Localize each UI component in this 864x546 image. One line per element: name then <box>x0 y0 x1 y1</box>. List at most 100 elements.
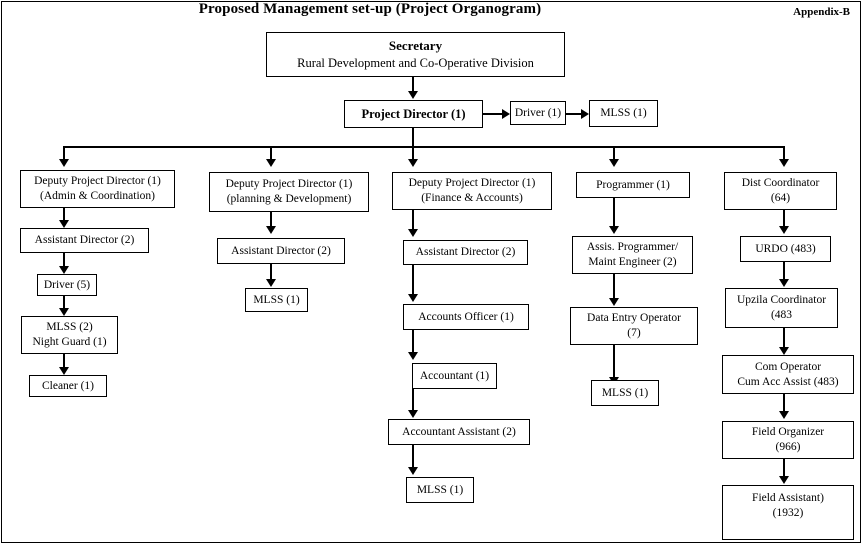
node-c4-head[interactable]: Programmer (1) <box>576 172 690 198</box>
node-c3-mlss-line1: MLSS (1) <box>416 483 464 496</box>
arrowhead-c3-ao-to-accountant <box>408 352 418 360</box>
node-c3-accountant-line1: Accountant (1) <box>419 369 490 382</box>
node-c3-head[interactable]: Deputy Project Director (1) (Finance & A… <box>392 172 552 210</box>
connector-bus-to-c2 <box>270 146 272 160</box>
arrowhead-bus-to-c2 <box>266 159 276 167</box>
node-c1-head-line1: Deputy Project Director (1) <box>34 175 161 188</box>
connector-c3-asst-to-ao <box>412 265 414 295</box>
arrowhead-secretary-to-pd <box>408 91 418 99</box>
node-c2-mlss[interactable]: MLSS (1) <box>245 288 308 312</box>
connector-c4-assis-to-deo <box>613 274 615 299</box>
node-c5-com-operator-line1: Com Operator <box>754 360 822 373</box>
arrowhead-c1-driver-to-mlss <box>59 308 69 316</box>
node-secretary-line1: Secretary <box>388 38 443 54</box>
node-c2-asst-director[interactable]: Assistant Director (2) <box>217 238 345 264</box>
node-c5-head[interactable]: Dist Coordinator (64) <box>724 172 837 210</box>
connector-c5-upzila-to-com <box>783 328 785 348</box>
page-title: Proposed Management set-up (Project Orga… <box>198 1 542 17</box>
node-c2-head[interactable]: Deputy Project Director (1) (planning & … <box>209 172 369 212</box>
connector-bus-to-c5 <box>783 146 785 160</box>
arrowhead-c2-asst-to-mlss <box>266 279 276 287</box>
connector-secretary-to-pd <box>412 77 414 92</box>
node-c3-accountant-assistant-line1: Accountant Assistant (2) <box>402 425 516 438</box>
arrowhead-c1-head-to-asst <box>59 220 69 228</box>
node-c1-asst-director-line1: Assistant Director (2) <box>34 234 135 247</box>
arrowhead-c5-field-org-to-field-asst <box>779 476 789 484</box>
arrowhead-bus-to-c1 <box>59 159 69 167</box>
node-c1-asst-director[interactable]: Assistant Director (2) <box>20 228 149 253</box>
node-c3-asst-director-line1: Assistant Director (2) <box>415 246 516 259</box>
connector-c3-aa-to-mlss <box>412 445 414 468</box>
node-c4-assis-programmer[interactable]: Assis. Programmer/ Maint Engineer (2) <box>572 236 693 274</box>
node-c4-assis-programmer-line2: Maint Engineer (2) <box>588 256 677 268</box>
node-c5-field-organizer[interactable]: Field Organizer (966) <box>722 421 854 459</box>
node-pd-mlss-line1: MLSS (1) <box>600 107 647 120</box>
node-c3-accountant[interactable]: Accountant (1) <box>412 363 497 389</box>
arrowhead-c1-asst-to-driver <box>59 266 69 274</box>
node-c4-head-line1: Programmer (1) <box>596 178 670 191</box>
node-pd-mlss[interactable]: MLSS (1) <box>589 100 658 127</box>
node-c2-head-line2: (planning & Development) <box>226 193 352 205</box>
node-c4-data-entry-line2: (7) <box>627 327 641 339</box>
connector-bus-to-c1 <box>63 146 65 160</box>
node-c3-head-line1: Deputy Project Director (1) <box>408 177 536 190</box>
node-c1-cleaner[interactable]: Cleaner (1) <box>29 375 107 397</box>
connector-c3-ao-to-accountant <box>412 330 414 353</box>
node-secretary-line2: Rural Development and Co-Operative Divis… <box>297 55 534 70</box>
node-c5-com-operator[interactable]: Com Operator Cum Acc Assist (483) <box>722 355 854 394</box>
node-c2-asst-director-line1: Assistant Director (2) <box>231 244 331 257</box>
arrowhead-c3-accountant-to-asst <box>408 410 418 418</box>
connector-c5-com-to-field-org <box>783 394 785 412</box>
node-c1-driver[interactable]: Driver (5) <box>37 274 97 296</box>
node-c5-urdo[interactable]: URDO (483) <box>740 236 831 262</box>
arrowhead-c4-assis-to-deo <box>609 298 619 306</box>
distribution-bus-bar <box>63 146 784 148</box>
connector-c1-asst-to-driver <box>63 253 65 267</box>
node-c2-mlss-line1: MLSS (1) <box>253 293 300 306</box>
connector-bus-to-c3 <box>412 146 414 160</box>
connector-c1-driver-to-mlss <box>63 296 65 309</box>
node-c5-upzila-line1: Upzila Coordinator <box>736 294 827 307</box>
node-project-director-line1: Project Director (1) <box>361 107 466 121</box>
appendix-label: Appendix-B <box>793 6 850 18</box>
arrowhead-c4-head-to-assis <box>609 226 619 234</box>
connector-c1-head-to-asst <box>63 208 65 221</box>
node-c3-accounts-officer-line1: Accounts Officer (1) <box>418 310 514 323</box>
arrowhead-c3-head-to-asst <box>408 229 418 237</box>
arrowhead-c2-head-to-asst <box>266 226 276 234</box>
connector-c2-asst-to-mlss <box>270 264 272 280</box>
node-c3-accounts-officer[interactable]: Accounts Officer (1) <box>403 304 529 330</box>
node-secretary[interactable]: Secretary Rural Development and Co-Opera… <box>266 32 565 77</box>
connector-c2-head-to-asst <box>270 212 272 227</box>
node-c1-mlss-line1: MLSS (2) <box>46 321 93 334</box>
arrowhead-bus-to-c5 <box>779 159 789 167</box>
node-c1-mlss-line2: Night Guard (1) <box>32 336 107 348</box>
node-c3-mlss[interactable]: MLSS (1) <box>406 477 474 503</box>
connector-c4-head-to-assis <box>613 198 615 227</box>
node-project-director[interactable]: Project Director (1) <box>344 100 483 128</box>
arrowhead-c3-aa-to-mlss <box>408 467 418 475</box>
node-c5-com-operator-line2: Cum Acc Assist (483) <box>737 375 839 388</box>
node-c3-accountant-assistant[interactable]: Accountant Assistant (2) <box>388 419 530 445</box>
node-c5-field-organizer-line1: Field Organizer <box>751 426 825 439</box>
node-c3-asst-director[interactable]: Assistant Director (2) <box>403 240 528 265</box>
arrowhead-c3-asst-to-ao <box>408 294 418 302</box>
node-c4-mlss[interactable]: MLSS (1) <box>591 380 659 406</box>
node-c1-mlss[interactable]: MLSS (2) Night Guard (1) <box>21 316 118 354</box>
connector-c4-deo-to-mlss <box>613 345 615 378</box>
node-c4-data-entry[interactable]: Data Entry Operator (7) <box>570 307 698 345</box>
arrowhead-c5-upzila-to-com <box>779 347 789 355</box>
node-c5-field-assistant[interactable]: Field Assistant) (1932) <box>722 485 854 540</box>
arrowhead-c5-head-to-urdo <box>779 226 789 234</box>
node-c5-upzila[interactable]: Upzila Coordinator (483 <box>725 288 838 328</box>
connector-c3-head-to-asst <box>412 210 414 230</box>
node-c4-data-entry-line1: Data Entry Operator <box>587 312 681 325</box>
node-c2-head-line1: Deputy Project Director (1) <box>225 178 353 191</box>
arrowhead-c5-com-to-field-org <box>779 411 789 419</box>
node-c1-head[interactable]: Deputy Project Director (1) (Admin & Coo… <box>20 170 175 208</box>
node-c5-urdo-line1: URDO (483) <box>755 242 816 255</box>
node-pd-driver[interactable]: Driver (1) <box>510 101 566 125</box>
node-c4-mlss-line1: MLSS (1) <box>601 386 649 399</box>
arrowhead-pd-to-driver <box>502 109 510 119</box>
